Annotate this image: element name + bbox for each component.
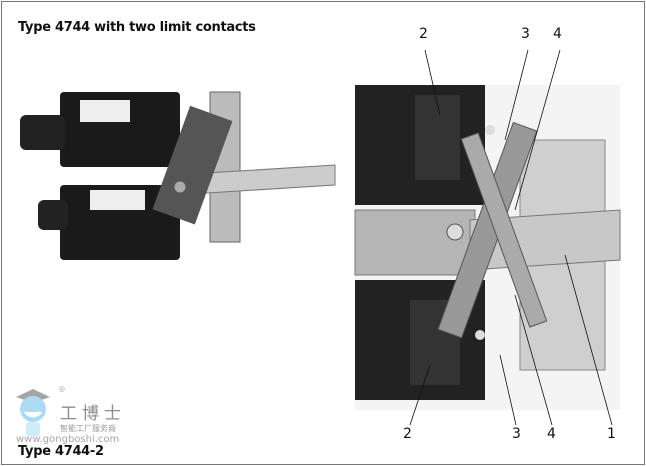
callout-3-top: 3 xyxy=(521,26,530,42)
callout-2-top: 2 xyxy=(419,26,428,42)
watermark-logo: ® 工博士 智能工厂服务商 www.gongboshi.com xyxy=(8,385,148,445)
callout-4-bottom: 4 xyxy=(547,426,556,442)
watermark-url: www.gongboshi.com xyxy=(16,434,120,445)
registered-mark: ® xyxy=(58,385,66,394)
figure-caption-top: Type 4744 with two limit contacts xyxy=(18,20,256,35)
callout-2-bottom: 2 xyxy=(403,426,412,442)
right-photo xyxy=(354,85,621,410)
callout-4-top: 4 xyxy=(553,26,562,42)
callout-1-bottom: 1 xyxy=(607,426,616,442)
callout-leaders xyxy=(409,49,613,426)
mascot-icon xyxy=(16,389,50,436)
watermark-slogan: 智能工厂服务商 xyxy=(60,424,116,433)
left-photo xyxy=(20,91,336,260)
watermark-brand: 工博士 xyxy=(60,404,126,424)
callout-3-bottom: 3 xyxy=(512,426,521,442)
figure-caption-bottom: Type 4744-2 xyxy=(18,444,104,459)
